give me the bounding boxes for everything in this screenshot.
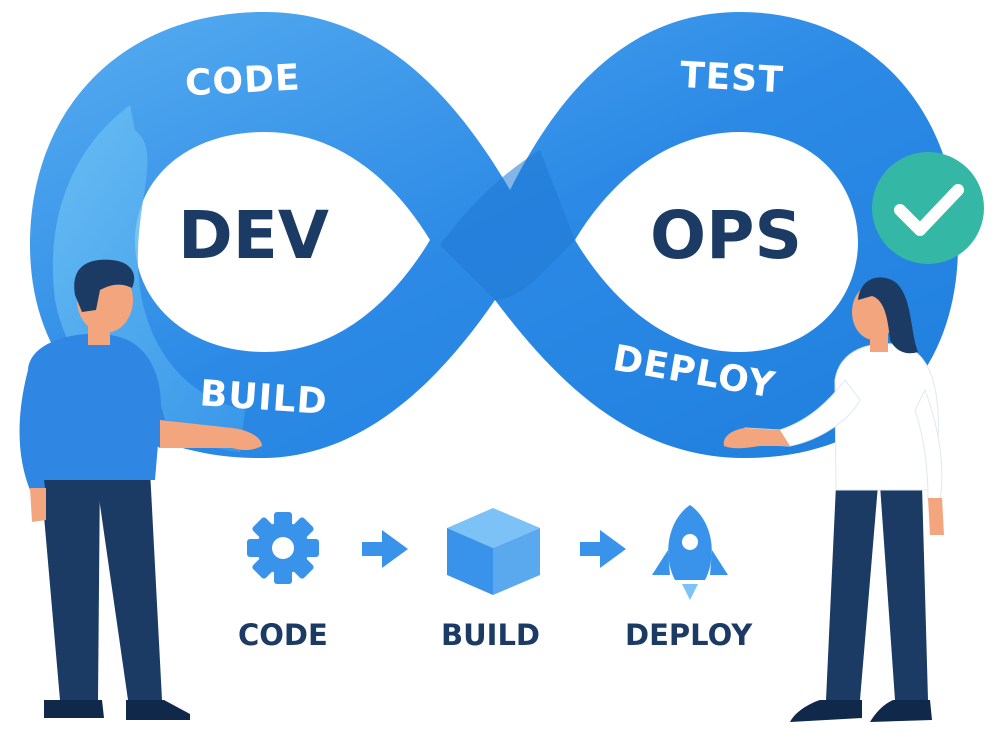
dev-label: DEV [178,197,329,274]
infinity-loop [30,11,959,459]
loop-stage-test: TEST [679,55,785,101]
pipeline-step-build-label: BUILD [441,618,540,652]
pipeline: CODE BUILD DEPLOY [238,505,753,652]
arrow-right-icon [580,530,626,568]
check-icon [894,184,964,236]
gear-icon [247,512,319,584]
infinity-crossing-shade [440,150,575,300]
arrow-right-icon [362,530,408,568]
box-icon [447,508,540,595]
ops-label: OPS [650,197,802,274]
pipeline-step-code-label: CODE [238,618,328,652]
loop-stage-code: CODE [184,57,301,104]
success-badge [872,152,984,264]
loop-stage-build: BUILD [198,373,328,423]
rocket-icon [652,505,728,600]
pipeline-step-deploy-label: DEPLOY [625,618,753,652]
operations-woman-figure [723,277,944,722]
developer-man-figure [19,259,262,720]
